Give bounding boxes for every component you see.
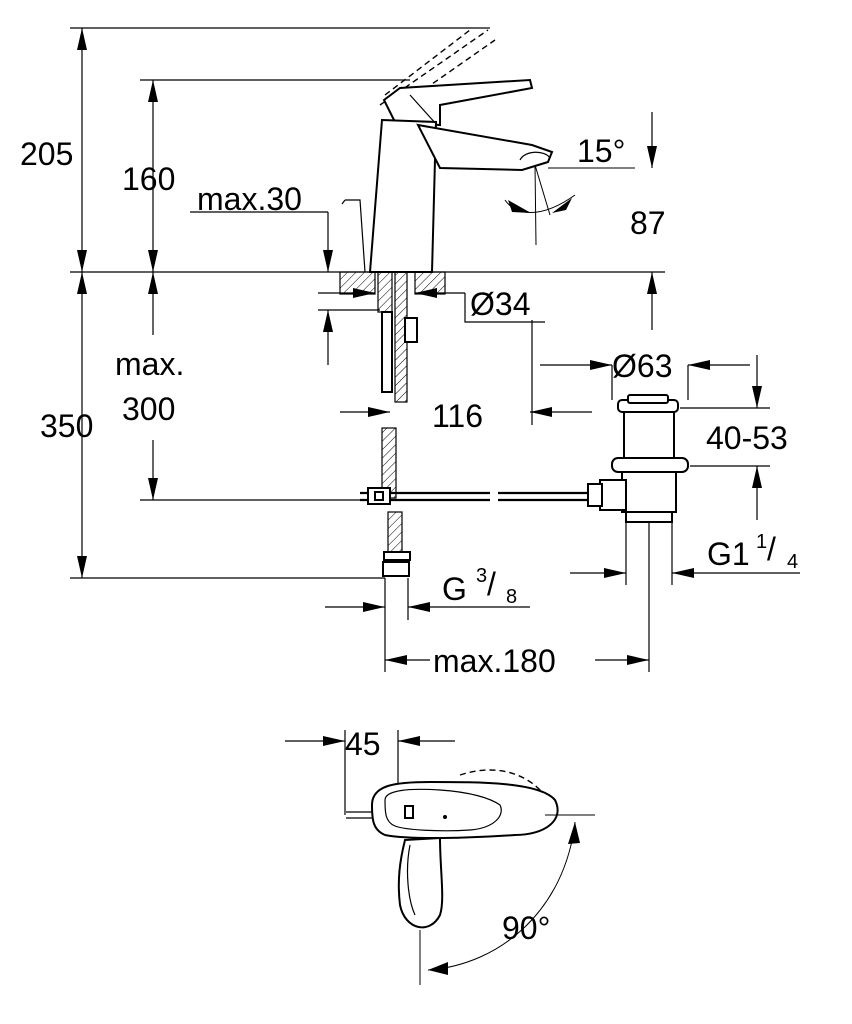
dim-g38-base: G (442, 571, 467, 607)
angle-90-label: 90° (502, 910, 550, 946)
dim-g38-slash: / (487, 566, 496, 602)
dim-116: 116 (340, 320, 592, 434)
dim-g38: G 3 / 8 (325, 565, 530, 672)
dim-dia34-label: Ø34 (470, 286, 530, 322)
faucet-body (341, 29, 554, 273)
dim-116-label: 116 (432, 398, 483, 434)
dim-87: 87 (630, 112, 666, 330)
dim-g114-num: 1 (756, 531, 767, 553)
dim-205-label: 205 (20, 136, 73, 172)
plan-view: 45 90° (285, 726, 595, 985)
dim-max30-label: max.30 (197, 181, 302, 217)
dim-350-label: 350 (40, 408, 93, 444)
angle-15: 15° (504, 133, 635, 246)
dim-45: 45 (285, 726, 455, 815)
dim-40-53-label: 40-53 (706, 420, 788, 456)
dim-300-label: 300 (122, 391, 175, 427)
dim-dia34: Ø34 (318, 286, 545, 323)
dim-max-label: max. (115, 346, 184, 382)
dim-max30: max.30 (190, 181, 380, 365)
dim-g114-den: 4 (787, 551, 798, 573)
dim-160: 160 (122, 80, 175, 272)
dim-dia63-label: Ø63 (612, 348, 672, 384)
dim-g38-den: 8 (506, 586, 517, 608)
dim-45-label: 45 (345, 726, 381, 762)
dim-350: 350 (40, 272, 93, 578)
dim-max180: max.180 (385, 522, 650, 679)
plan-faucet-body (370, 780, 559, 840)
dim-40-53: 40-53 (680, 355, 788, 520)
angle-15-label: 15° (577, 133, 625, 169)
dim-max180-label: max.180 (433, 643, 556, 679)
dim-g114: G1 1 / 4 (570, 522, 800, 585)
pop-up-linkage (360, 487, 592, 505)
supply-hoses (377, 271, 418, 577)
dim-dia63: Ø63 (540, 348, 750, 400)
dim-87-label: 87 (630, 205, 666, 241)
dim-max300: max. 300 (115, 272, 184, 500)
dim-g38-num: 3 (476, 565, 487, 587)
side-elevation: 205 160 350 max. 300 (20, 27, 800, 679)
dim-160-label: 160 (122, 161, 175, 197)
dim-g114-slash: / (767, 531, 776, 567)
waste-valve (587, 394, 689, 523)
dim-205: 205 (20, 28, 87, 272)
dim-g114-base: G1 (707, 536, 750, 572)
angle-90: 90° (419, 814, 595, 985)
